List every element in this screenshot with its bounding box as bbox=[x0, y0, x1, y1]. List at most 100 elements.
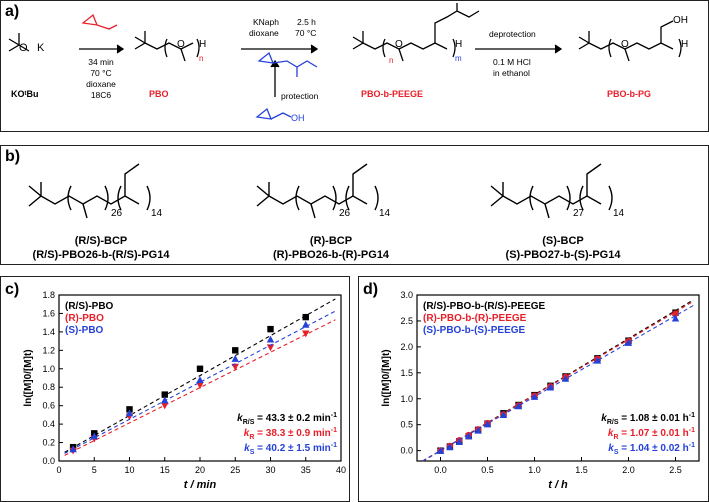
data-point bbox=[267, 325, 274, 333]
data-point bbox=[546, 383, 555, 391]
struct3-formula: (S)-PBO27-b-(S)-PG14 bbox=[506, 249, 622, 261]
sub-m-peege: m bbox=[455, 54, 462, 63]
x-tick-label: 2.0 bbox=[622, 465, 635, 475]
rate-annotation: kR/S = 1.08 ± 0.01 h-1 bbox=[601, 412, 695, 426]
protection-label: protection bbox=[281, 91, 319, 101]
struct1-n: 26 bbox=[111, 208, 123, 219]
atom-o-pbo: O bbox=[177, 39, 185, 50]
data-point bbox=[196, 382, 204, 390]
x-tick-label: 15 bbox=[160, 465, 170, 475]
struct1-m: 14 bbox=[151, 208, 163, 219]
rate-annotation: kR/S = 43.3 ± 0.2 min-1 bbox=[237, 412, 337, 426]
rate-annotation: kR = 1.07 ± 0.01 h-1 bbox=[608, 427, 695, 441]
data-point bbox=[125, 409, 134, 417]
step2-right-2: 70 °C bbox=[295, 28, 316, 38]
x-tick-label: 2.5 bbox=[669, 465, 682, 475]
atom-oh-pg: OH bbox=[673, 15, 688, 26]
x-axis-label: t / h bbox=[548, 479, 568, 491]
data-point bbox=[455, 438, 463, 446]
x-tick-label: 30 bbox=[265, 465, 275, 475]
step3-bottom-2: in ethanol bbox=[493, 68, 530, 78]
data-point bbox=[266, 335, 275, 343]
scheme-a: O K KOᵗBu 34 min 70 °C dioxane 18C6 PBO … bbox=[8, 3, 688, 123]
y-tick-label: 2.0 bbox=[400, 342, 413, 352]
atom-h-pbo: H bbox=[199, 39, 206, 50]
data-point bbox=[302, 330, 310, 338]
data-point bbox=[161, 402, 169, 410]
pbo-peege-label: PBO-b-PEEGE bbox=[361, 89, 423, 99]
struct3-name: (S)-BCP bbox=[542, 235, 584, 247]
y-tick-label: 0.0 bbox=[400, 446, 413, 456]
y-tick-label: 2.5 bbox=[400, 316, 413, 326]
y-tick-label: 0.2 bbox=[42, 438, 55, 448]
y-tick-label: 0.0 bbox=[42, 456, 55, 466]
y-tick-label: 0.8 bbox=[42, 382, 55, 392]
data-point bbox=[483, 420, 492, 428]
data-point bbox=[231, 354, 239, 362]
x-tick-label: 40 bbox=[336, 465, 346, 475]
y-tick-label: 0.5 bbox=[400, 420, 413, 430]
panel-a: a) bbox=[0, 0, 709, 132]
x-tick-label: 0.0 bbox=[434, 465, 447, 475]
panel-label-d: d) bbox=[363, 281, 379, 298]
atom-o-base: O bbox=[19, 42, 28, 54]
data-point bbox=[530, 392, 539, 400]
step1-cond-4: 18C6 bbox=[91, 90, 112, 100]
step2-right-1: 2.5 h bbox=[297, 17, 316, 27]
legend-entry: (R/S)-PBO-b-(R/S)-PEEGE bbox=[423, 301, 546, 312]
data-point bbox=[624, 339, 633, 346]
x-tick-label: 1.5 bbox=[575, 465, 588, 475]
fit-line bbox=[64, 310, 336, 454]
fit-line bbox=[64, 319, 336, 456]
data-point bbox=[436, 446, 445, 454]
panel-label-b: b) bbox=[5, 148, 21, 165]
data-point bbox=[446, 443, 454, 451]
legend-entry: (R/S)-PBO bbox=[65, 301, 114, 312]
rate-annotation: kR = 38.3 ± 0.9 min-1 bbox=[244, 427, 337, 441]
legend-entry: (R)-PBO-b-(R)-PEEGE bbox=[423, 313, 527, 324]
pbo-label: PBO bbox=[149, 89, 169, 99]
data-point bbox=[593, 356, 602, 364]
data-point bbox=[231, 363, 239, 371]
data-point bbox=[561, 374, 570, 382]
data-point bbox=[161, 396, 169, 404]
step1-cond-2: 70 °C bbox=[90, 68, 111, 78]
panel-b: b) 26 14 (R/S)-BCP (R/S)-PBO26-b-(R/S)-P… bbox=[0, 145, 709, 265]
data-point bbox=[671, 314, 680, 322]
atom-o-pg: O bbox=[621, 39, 629, 50]
step1-cond-1: 34 min bbox=[88, 57, 114, 67]
y-tick-label: 0.6 bbox=[42, 401, 55, 411]
y-tick-label: 0.4 bbox=[42, 419, 55, 429]
panel-label-c: c) bbox=[5, 281, 20, 298]
y-axis-label: ln([M]0/[M]t) bbox=[23, 349, 34, 406]
data-point bbox=[302, 320, 310, 328]
step1-cond-3: dioxane bbox=[86, 79, 116, 89]
data-point bbox=[196, 376, 204, 384]
data-point bbox=[514, 402, 523, 410]
y-tick-label: 1.0 bbox=[400, 394, 413, 404]
data-point bbox=[266, 344, 275, 352]
struct3-m: 14 bbox=[613, 208, 625, 219]
y-tick-label: 1.2 bbox=[42, 345, 55, 355]
plot-frame bbox=[416, 294, 700, 462]
x-tick-label: 20 bbox=[195, 465, 205, 475]
pbo-pg-label: PBO-b-PG bbox=[607, 89, 651, 99]
step3-top: deprotection bbox=[489, 29, 536, 39]
data-point bbox=[90, 432, 98, 440]
panel-label-a: a) bbox=[5, 3, 20, 20]
rate-annotation: kS = 40.2 ± 1.5 min-1 bbox=[244, 442, 337, 456]
legend-entry: (R)-PBO bbox=[65, 313, 104, 324]
struct2-formula: (R)-PBO26-b-(R)-PG14 bbox=[273, 249, 390, 261]
data-point bbox=[302, 313, 309, 321]
sub-n-peege: n bbox=[389, 56, 393, 65]
x-tick-label: 10 bbox=[124, 465, 134, 475]
data-point bbox=[499, 411, 508, 419]
x-tick-label: 0 bbox=[56, 465, 61, 475]
struct1-name: (R/S)-BCP bbox=[75, 235, 128, 247]
x-tick-label: 35 bbox=[301, 465, 311, 475]
x-axis-label: t / min bbox=[184, 479, 217, 491]
struct2-name: (R)-BCP bbox=[310, 235, 352, 247]
legend-entry: (S)-PBO-b-(S)-PEEGE bbox=[423, 325, 526, 336]
